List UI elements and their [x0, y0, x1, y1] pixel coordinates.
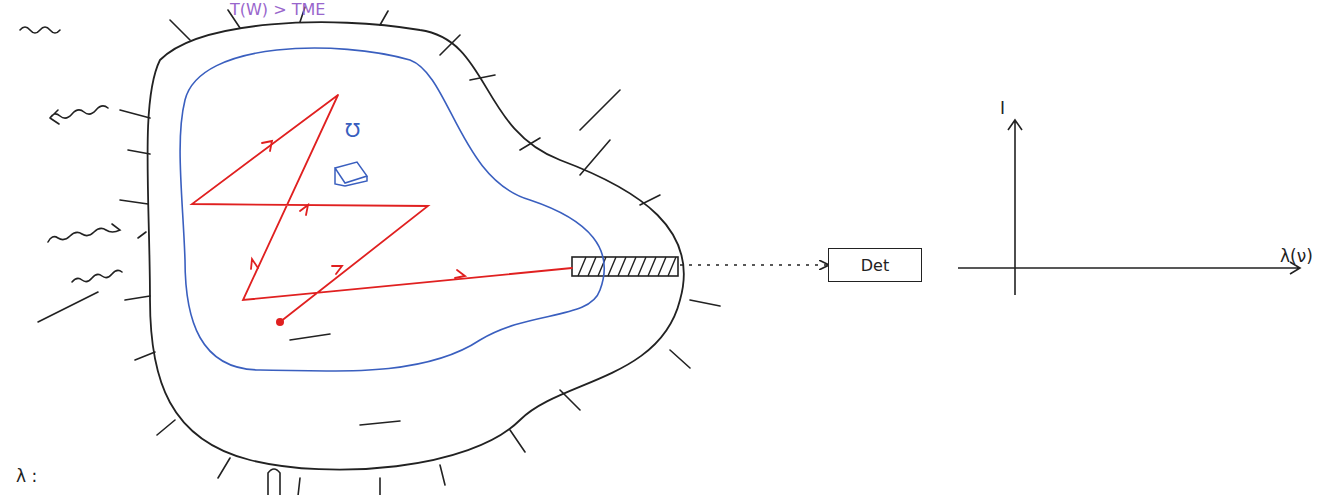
- axis-label: λ(ν): [1280, 246, 1313, 266]
- intensity-axes: [958, 120, 1300, 295]
- temperature-note: T(W) > TME: [230, 0, 325, 19]
- solid-angle-symbol: Ω: [345, 118, 360, 142]
- detector-box: Det: [828, 248, 922, 282]
- cavity-aperture: [572, 257, 678, 276]
- axis-label: I: [1000, 98, 1005, 118]
- equation-note: λ :: [16, 466, 37, 486]
- volume-element: [335, 162, 367, 186]
- radiation-squiggle: [50, 106, 108, 124]
- cavity-wall: [148, 22, 684, 469]
- cavity-body: T(W) > TME: [130, 0, 700, 495]
- radiation-squiggle: [48, 224, 146, 242]
- cavity-outline: [130, 0, 700, 495]
- detector-label: Det: [861, 256, 889, 275]
- radiation-squiggle: [38, 270, 122, 322]
- light-rays: [192, 95, 572, 322]
- hatch-marks: [120, 7, 720, 495]
- radiation-squiggle: [20, 27, 60, 33]
- inner-surface: [180, 48, 604, 371]
- emission-point: [276, 318, 284, 326]
- bottom-bracket: [268, 469, 280, 495]
- signal-connector: [680, 264, 828, 266]
